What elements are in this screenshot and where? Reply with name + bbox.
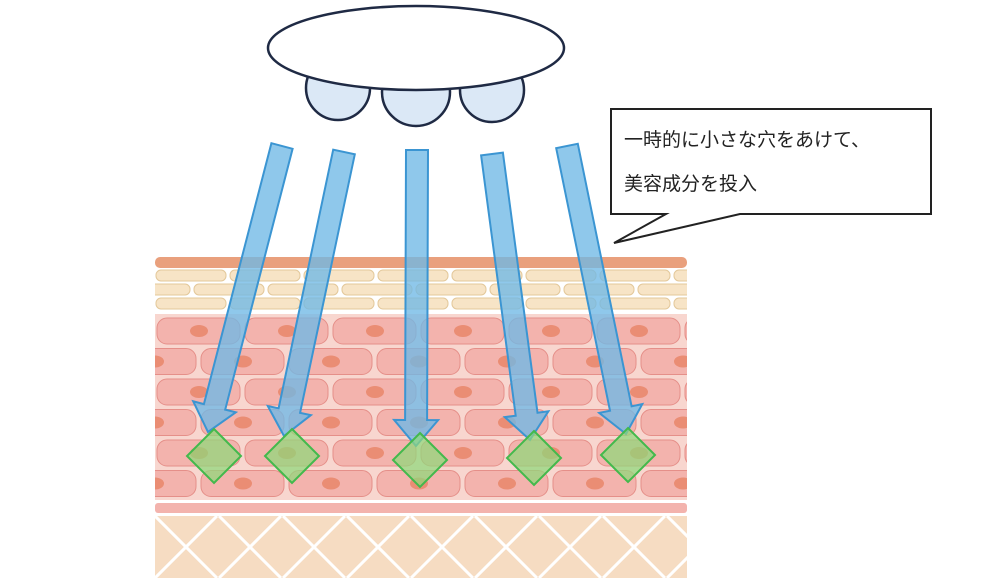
hypodermis-lattice-line (409, 516, 475, 578)
cell-nucleus (322, 477, 340, 490)
treatment-device (266, 4, 566, 128)
ingredient-5 (599, 426, 657, 484)
epidermis-cell (637, 283, 687, 296)
epidermis-cell (673, 269, 687, 282)
epidermis-cell (673, 297, 687, 310)
hypodermis-lattice-line (27, 516, 89, 578)
hypodermis-lattice-line (345, 516, 411, 578)
cell-nucleus (454, 325, 472, 337)
cell-nucleus (542, 386, 560, 398)
ingredient-2 (263, 427, 321, 485)
skin-cross-section (27, 257, 736, 578)
dermis-cell (640, 470, 687, 497)
epidermis-cell (155, 297, 227, 310)
hypodermis-lattice-line (27, 516, 89, 578)
dermis-cell (684, 321, 687, 341)
beam-4 (479, 151, 551, 442)
ingredient-4 (505, 429, 563, 487)
hypodermis-lattice-line (537, 516, 603, 578)
cell-nucleus (190, 386, 208, 398)
cell-nucleus (155, 477, 164, 490)
epidermis-cell (155, 269, 227, 282)
beam-3 (391, 149, 441, 448)
cell-nucleus (322, 416, 340, 429)
hypodermis-lattice-line (217, 516, 283, 578)
device-body (266, 4, 566, 92)
cell-nucleus (234, 477, 252, 490)
dermis-cell (684, 382, 687, 402)
cell-nucleus (718, 386, 736, 398)
cell-nucleus (155, 416, 164, 429)
cell-nucleus (155, 355, 164, 368)
dermis-cell (640, 348, 687, 375)
cell-nucleus (718, 325, 736, 337)
cell-nucleus (498, 477, 516, 490)
hypodermis-lattice-line (91, 516, 153, 578)
cell-nucleus (322, 355, 340, 368)
dermis-cell (155, 348, 197, 375)
light-beams (191, 141, 645, 448)
cell-nucleus (234, 416, 252, 429)
cell-nucleus (366, 386, 384, 398)
hypodermis-lattice-line (665, 555, 687, 578)
cell-nucleus (454, 386, 472, 398)
cell-nucleus (366, 447, 384, 459)
cell-nucleus (542, 325, 560, 337)
epidermis-layer (155, 269, 687, 310)
epidermis-cell (599, 269, 671, 282)
cell-nucleus (630, 386, 648, 398)
hypodermis-lattice-line (91, 516, 153, 578)
dermis-cell (684, 443, 687, 463)
cell-nucleus (630, 325, 648, 337)
cell-nucleus (674, 416, 687, 429)
beam-1 (191, 141, 294, 434)
dermis-cell (155, 470, 197, 497)
hypodermis-lattice-line (281, 516, 347, 578)
dermis-cell (155, 409, 197, 436)
hypodermis-layer (27, 516, 687, 578)
ingredient-1 (185, 427, 243, 485)
epidermis-cell (525, 297, 597, 310)
callout-bubble (610, 108, 932, 244)
ingredient-3 (391, 431, 449, 489)
dermis-cell (640, 409, 687, 436)
callout-line-2: 美容成分を投入 (624, 173, 758, 195)
beauty-ingredients (185, 426, 657, 489)
cell-nucleus (718, 447, 736, 459)
cell-nucleus (586, 477, 604, 490)
cell-nucleus (278, 325, 296, 337)
epidermis-cell (155, 283, 191, 296)
beam-2 (265, 148, 356, 438)
callout-line-1: 一時的に小さな穴をあけて、 (624, 129, 871, 151)
hypodermis-lattice-line (155, 516, 219, 578)
hypodermis-lattice-line (601, 516, 667, 578)
cell-nucleus (674, 355, 687, 368)
cell-nucleus (586, 416, 604, 429)
cell-nucleus (366, 325, 384, 337)
dermis-bottom-band (155, 503, 687, 513)
cell-nucleus (454, 447, 472, 459)
callout-text: 一時的に小さな穴をあけて、 美容成分を投入 (624, 118, 924, 206)
epidermis-cell (341, 283, 413, 296)
hypodermis-lattice-line (665, 516, 687, 539)
cell-nucleus (674, 477, 687, 490)
hypodermis-lattice-line (473, 516, 539, 578)
beam-5 (555, 142, 645, 436)
cell-nucleus (190, 325, 208, 337)
